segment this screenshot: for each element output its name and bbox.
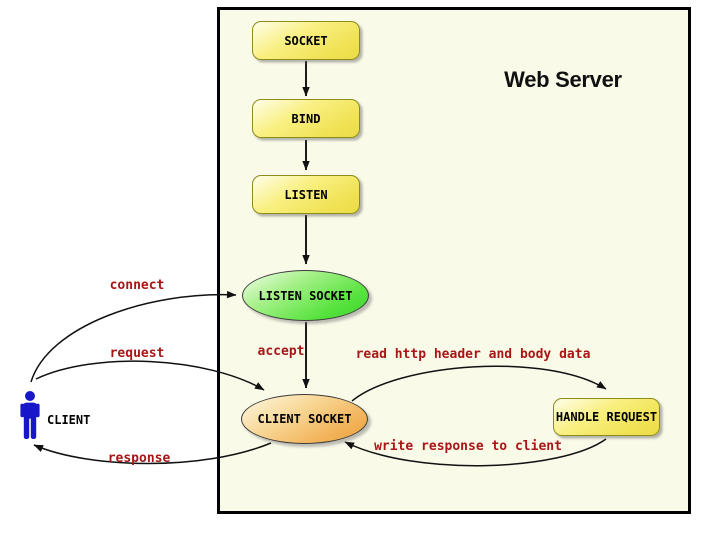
request-edge-label: request xyxy=(109,346,165,361)
response-edge-label: response xyxy=(107,451,171,466)
connect-edge-label: connect xyxy=(109,278,165,293)
client-socket-node: CLIENT SOCKET xyxy=(241,394,368,444)
edge-connect-curve xyxy=(30,290,237,383)
write-response-edge-label: write response to client xyxy=(374,439,562,454)
web-server-title: Web Server xyxy=(504,67,622,92)
handle-request-node: HANDLE REQUEST xyxy=(553,398,660,436)
listen-socket-node: LISTEN SOCKET xyxy=(242,270,369,321)
socket-node: SOCKET xyxy=(252,21,360,60)
listen-node: LISTEN xyxy=(252,175,360,214)
client-label: CLIENT xyxy=(47,413,91,427)
accept-edge-label: accept xyxy=(257,344,305,359)
bind-node: BIND xyxy=(252,99,360,138)
client-person-icon xyxy=(20,391,40,439)
read-http-edge-label: read http header and body data xyxy=(355,347,591,362)
